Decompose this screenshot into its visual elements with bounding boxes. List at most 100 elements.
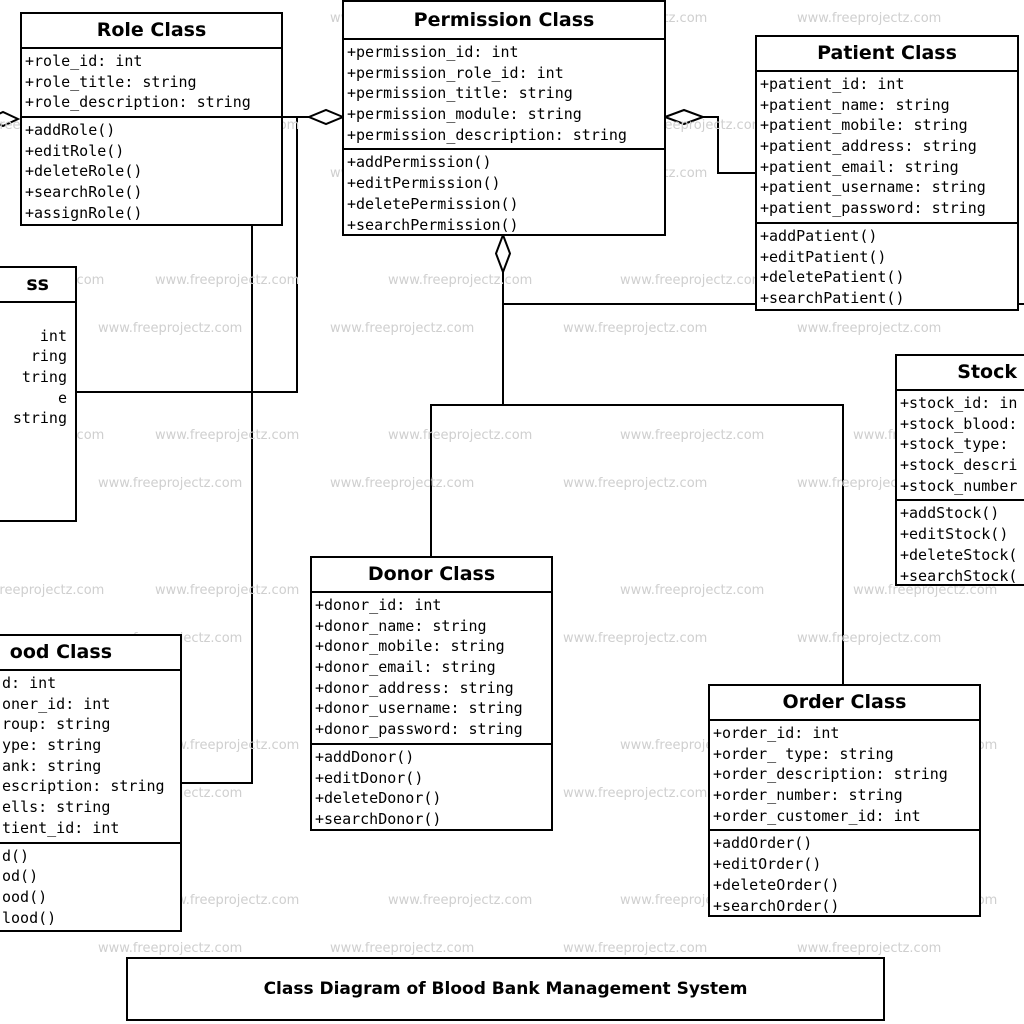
class-attributes: +role_id: int+role_title: string+role_de… — [22, 49, 281, 116]
class-methods: +addPatient() +editPatient() +deletePatien… — [757, 221, 1017, 309]
class-method: lood() — [2, 908, 57, 927]
class-method: +assignRole() — [25, 203, 143, 222]
class-title: ss — [0, 268, 75, 303]
class-attribute: +donor_password: string — [315, 720, 523, 739]
class-methods: +addRole()+editRole() +deleteRole() +searc… — [22, 116, 281, 224]
diagram-caption: Class Diagram of Blood Bank Management S… — [126, 957, 885, 1021]
class-attributes: +donor_id: int +donor_name: string +donor_… — [312, 593, 551, 743]
class-attribute: tient_id: int — [2, 818, 120, 837]
class-method: +searchRole() — [25, 183, 143, 202]
order-class: Order Class +order_id: int+order_ type: … — [708, 684, 981, 917]
class-method: +searchPatient() — [760, 288, 905, 307]
class-method: +deleteStock( — [900, 545, 1018, 564]
permission-order-connector — [503, 404, 844, 685]
class-attribute: ank: string — [2, 756, 102, 775]
class-methods: +addDonor() +editDonor() +deleteDonor()+se… — [312, 742, 551, 829]
class-attribute: +permission_id: int — [347, 43, 519, 61]
class-title: Patient Class — [757, 37, 1017, 72]
patient-class: Patient Class +patient_id: int +patient_n… — [755, 35, 1019, 311]
class-method: +deleteDonor() — [315, 789, 442, 808]
class-attribute: tring — [21, 368, 67, 387]
class-attribute: +role_description: string — [25, 93, 251, 112]
class-method: +addRole() — [25, 121, 116, 140]
class-method: +searchOrder() — [713, 896, 840, 915]
class-attribute: +donor_name: string — [315, 616, 487, 635]
class-attribute: +donor_id: int — [315, 596, 442, 614]
class-method: +deleteOrder() — [713, 875, 840, 894]
class-attribute: roup: string — [2, 715, 111, 734]
class-attributes: +order_id: int+order_ type: string+order… — [710, 721, 979, 829]
class-method: +addDonor() — [315, 747, 415, 766]
class-method: d() — [2, 846, 30, 865]
donor-class: Donor Class +donor_id: int +donor_name: s… — [310, 556, 553, 831]
class-method: +addPermission() — [347, 153, 492, 172]
patient-permission-connector — [703, 116, 756, 174]
class-attribute: +stock_type: — [900, 435, 1009, 454]
class-attribute: +permission_role_id: int — [347, 63, 564, 82]
class-methods: +addStock()+editStock()+deleteStock(+sea… — [897, 499, 1024, 585]
class-attribute: +patient_password: string — [760, 199, 986, 218]
permission-left-diamond — [306, 108, 346, 126]
class-attribute: +patient_address: string — [760, 137, 977, 156]
class-attribute: +donor_username: string — [315, 699, 523, 718]
class-attribute: +patient_name: string — [760, 95, 950, 114]
class-methods: d() od()ood() lood() — [0, 841, 180, 931]
class-attributes: +patient_id: int +patient_name: string +pa… — [757, 72, 1017, 222]
permission-right-diamond — [662, 108, 706, 126]
class-attribute: d: int — [2, 674, 57, 692]
class-attribute: string — [12, 409, 67, 428]
permission-bottom-diamond — [494, 232, 512, 275]
class-attribute: +permission_module: string — [347, 105, 582, 124]
class-attribute: +stock_descri — [900, 456, 1018, 475]
class-attribute: +permission_title: string — [347, 84, 573, 103]
class-attribute: oner_id: int — [2, 694, 111, 713]
class-methods: +addPermission()+editPermission()+delete… — [344, 148, 664, 234]
class-attribute: +order_id: int — [713, 724, 840, 742]
class-method: +addStock() — [900, 504, 1000, 523]
class-attributes: +permission_id: int +permission_role_id: … — [344, 40, 664, 148]
class-title: ood Class — [0, 636, 180, 671]
class-title: Permission Class — [344, 2, 664, 40]
class-method: +editDonor() — [315, 768, 424, 787]
class-methods: +addOrder()+editOrder()+deleteOrder()+se… — [710, 829, 979, 915]
class-attribute: +patient_id: int — [760, 75, 905, 93]
class-method: +deleteRole() — [25, 162, 143, 181]
permission-class: Permission Class +permission_id: int+per… — [342, 0, 666, 236]
blood-class: ood Class d: int oner_id: int roup: string… — [0, 634, 182, 932]
class-attribute: ells: string — [2, 798, 111, 817]
class-attribute: +order_customer_id: int — [713, 806, 921, 825]
class-title: Order Class — [710, 686, 979, 721]
class-method: +searchStock( — [900, 566, 1018, 585]
role-left-diamond — [0, 110, 21, 128]
class-title: Stock — [897, 356, 1024, 391]
class-attribute: +order_description: string — [713, 765, 948, 784]
class-method: od() — [2, 867, 39, 886]
class-method: +searchDonor() — [315, 809, 442, 828]
class-attribute: +stock_blood: — [900, 414, 1018, 433]
class-attribute: +patient_mobile: string — [760, 116, 968, 135]
class-method: +editRole() — [25, 141, 125, 160]
class-method: +editPatient() — [760, 247, 887, 266]
class-attribute: +order_number: string — [713, 786, 903, 805]
class-attribute: escription: string — [2, 777, 165, 796]
class-title: Role Class — [22, 14, 281, 49]
class-attribute: ring — [30, 347, 67, 366]
class-attributes: +stock_id: in +stock_blood: +stock_type: +s… — [897, 391, 1024, 499]
permission-donor-connector — [430, 304, 504, 557]
class-method: ood() — [2, 887, 48, 906]
class-method: +addPatient() — [760, 226, 878, 245]
class-attribute: +role_id: int — [25, 52, 143, 70]
class-method: +deletePatient() — [760, 268, 905, 287]
class-attribute: e — [57, 388, 67, 407]
class-method: +editOrder() — [713, 855, 822, 874]
class-method: +deletePermission() — [347, 194, 519, 213]
class-title: Donor Class — [312, 558, 551, 593]
class-attribute: +stock_id: in — [900, 394, 1018, 412]
class-attribute — [0, 305, 67, 326]
class-attribute: +donor_address: string — [315, 678, 514, 697]
class-attribute: +permission_description: string — [347, 125, 627, 144]
